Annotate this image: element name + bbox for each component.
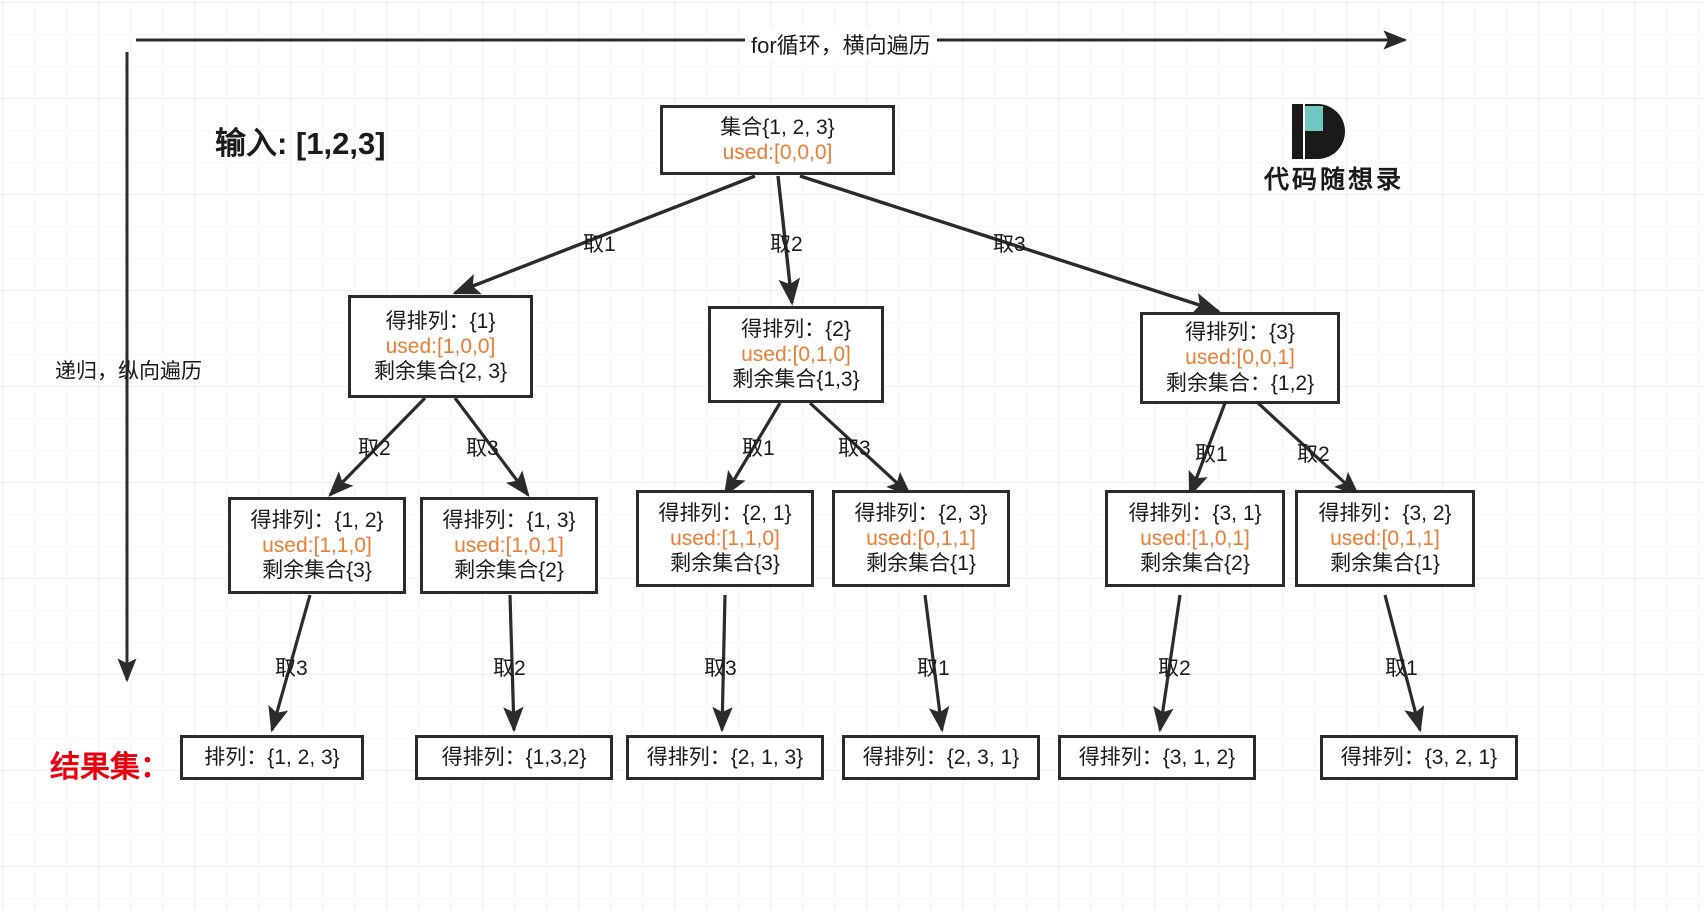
result-node-6[interactable]: 得排列：{3, 2, 1} bbox=[1320, 735, 1518, 780]
node-line1: 得排列：{1, 2} bbox=[250, 508, 384, 532]
edge-label-l2-4: 取3 bbox=[838, 437, 871, 460]
node-root-line1: 集合{1, 2, 3} bbox=[720, 115, 835, 139]
edge-label-l3-2: 取2 bbox=[493, 657, 526, 680]
edge-label-root-2: 取2 bbox=[770, 233, 803, 256]
node-level2-take1[interactable]: 得排列：{1} used:[1,0,0] 剩余集合{2, 3} bbox=[348, 295, 533, 398]
edge-label-l3-1: 取3 bbox=[275, 657, 308, 680]
node-line1: 得排列：{2, 1, 3} bbox=[646, 745, 804, 769]
node-line1: 得排列：{1,3,2} bbox=[441, 745, 587, 769]
node-line1: 得排列：{2, 1} bbox=[658, 501, 792, 525]
node-line2: used:[1,1,0] bbox=[262, 533, 372, 557]
node-line1: 得排列：{2, 3, 1} bbox=[862, 745, 1020, 769]
result-node-3[interactable]: 得排列：{2, 1, 3} bbox=[626, 735, 824, 780]
node-root-line2: used:[0,0,0] bbox=[722, 141, 833, 164]
node-line1: 得排列：{2} bbox=[741, 317, 851, 341]
node-line2: used:[0,1,1] bbox=[1330, 526, 1440, 550]
node-line1: 得排列：{3} bbox=[1185, 321, 1295, 345]
node-line3: 剩余集合{3} bbox=[262, 559, 372, 583]
node-line2: used:[0,0,1] bbox=[1185, 346, 1295, 370]
node-line1: 得排列：{3, 1, 2} bbox=[1078, 745, 1236, 769]
node-line1: 得排列：{3, 1} bbox=[1128, 501, 1262, 525]
node-line3: 剩余集合{2} bbox=[454, 559, 564, 583]
result-node-4[interactable]: 得排列：{2, 3, 1} bbox=[842, 735, 1040, 780]
node-level3-2[interactable]: 得排列：{1, 3} used:[1,0,1] 剩余集合{2} bbox=[420, 497, 598, 594]
node-level2-take2[interactable]: 得排列：{2} used:[0,1,0] 剩余集合{1,3} bbox=[708, 306, 884, 403]
node-line1: 得排列：{1} bbox=[385, 309, 496, 333]
node-line1: 得排列：{3, 2} bbox=[1318, 501, 1452, 525]
node-line2: used:[1,1,0] bbox=[670, 526, 780, 550]
result-node-5[interactable]: 得排列：{3, 1, 2} bbox=[1058, 735, 1256, 780]
node-level3-3[interactable]: 得排列：{2, 1} used:[1,1,0] 剩余集合{3} bbox=[636, 490, 814, 587]
node-level3-5[interactable]: 得排列：{3, 1} used:[1,0,1] 剩余集合{2} bbox=[1105, 490, 1285, 587]
edge-label-l2-1: 取2 bbox=[358, 437, 391, 460]
node-line3: 剩余集合{1} bbox=[866, 552, 976, 576]
edge-label-l2-5: 取1 bbox=[1195, 443, 1228, 466]
edge-label-l2-3: 取1 bbox=[742, 437, 775, 460]
logo-mark-icon bbox=[1288, 104, 1380, 160]
input-label: 输入: [1,2,3] bbox=[215, 126, 386, 161]
node-line3: 剩余集合{1} bbox=[1330, 552, 1440, 576]
edge-label-root-1: 取1 bbox=[583, 233, 616, 256]
node-line3: 剩余集合{3} bbox=[670, 552, 780, 576]
edge-label-l3-6: 取1 bbox=[1385, 657, 1418, 680]
node-level3-4[interactable]: 得排列：{2, 3} used:[0,1,1] 剩余集合{1} bbox=[832, 490, 1010, 587]
node-line2: used:[0,1,1] bbox=[866, 526, 976, 550]
top-axis-label: for循环，横向遍历 bbox=[745, 28, 937, 60]
left-axis-label: 递归，纵向遍历 bbox=[55, 360, 202, 383]
node-line2: used:[1,0,1] bbox=[1140, 526, 1250, 550]
brand-logo: 代码随想录 bbox=[1249, 104, 1419, 194]
node-line1: 得排列：{1, 3} bbox=[442, 508, 576, 532]
node-line2: used:[1,0,1] bbox=[454, 533, 564, 557]
node-line1: 排列：{1, 2, 3} bbox=[204, 745, 340, 769]
edge-label-l3-3: 取3 bbox=[704, 657, 737, 680]
node-line3: 剩余集合{1,3} bbox=[732, 368, 860, 392]
logo-text: 代码随想录 bbox=[1263, 165, 1404, 194]
node-line2: used:[0,1,0] bbox=[741, 342, 851, 366]
edge-label-root-3: 取3 bbox=[993, 233, 1026, 256]
result-node-2[interactable]: 得排列：{1,3,2} bbox=[415, 735, 613, 780]
node-line3: 剩余集合{2} bbox=[1140, 552, 1250, 576]
result-node-1[interactable]: 排列：{1, 2, 3} bbox=[180, 735, 364, 780]
result-set-label: 结果集： bbox=[50, 751, 170, 784]
node-line2: used:[1,0,0] bbox=[385, 334, 496, 358]
edge-label-l3-4: 取1 bbox=[917, 657, 950, 680]
node-line3: 剩余集合：{1,2} bbox=[1165, 371, 1315, 395]
node-root[interactable]: 集合{1, 2, 3} used:[0,0,0] bbox=[660, 105, 895, 175]
node-level2-take3[interactable]: 得排列：{3} used:[0,0,1] 剩余集合：{1,2} bbox=[1140, 312, 1340, 404]
node-line1: 得排列：{3, 2, 1} bbox=[1340, 745, 1498, 769]
node-level3-6[interactable]: 得排列：{3, 2} used:[0,1,1] 剩余集合{1} bbox=[1295, 490, 1475, 587]
node-line1: 得排列：{2, 3} bbox=[854, 501, 988, 525]
node-line3: 剩余集合{2, 3} bbox=[373, 360, 508, 384]
edge-label-l3-5: 取2 bbox=[1158, 657, 1191, 680]
node-level3-1[interactable]: 得排列：{1, 2} used:[1,1,0] 剩余集合{3} bbox=[228, 497, 406, 594]
edge-label-l2-6: 取2 bbox=[1297, 443, 1330, 466]
edge-label-l2-2: 取3 bbox=[466, 437, 499, 460]
